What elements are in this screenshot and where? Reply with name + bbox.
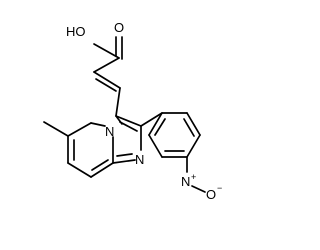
nitrophenyl-ring xyxy=(140,112,201,158)
bond-c-alkene xyxy=(93,57,120,73)
nitro-nitrogen-label: N xyxy=(181,174,190,189)
ring-nitrogen-imine-label: N xyxy=(135,152,144,167)
bond-c5-c4 xyxy=(67,162,92,178)
bond-c3-c2-inner xyxy=(119,121,138,132)
hydroxyl-label: HO xyxy=(66,24,86,39)
bond-ph-5 xyxy=(148,134,163,158)
carboxylic-acid-group xyxy=(93,36,123,73)
bond-ph-6 xyxy=(148,112,163,136)
pyridine-ring xyxy=(43,121,114,178)
bond-nitro-n-o xyxy=(191,185,206,193)
bond-n1-c3a xyxy=(112,159,136,164)
bond-ph-2 xyxy=(186,112,201,136)
structure-canvas: HO O N N N + O − xyxy=(43,20,222,202)
nitro-oxygen-charge: − xyxy=(217,183,222,193)
nitro-nitrogen-charge: + xyxy=(191,172,196,182)
bond-ph-2-inner xyxy=(183,118,195,137)
bond-c7-c6 xyxy=(67,122,92,137)
nitro-group xyxy=(186,156,206,193)
molecule-diagram: HO O N N N + O − xyxy=(43,20,222,202)
bond-ph-3 xyxy=(186,134,201,158)
bond-c4-c3a xyxy=(90,162,114,178)
nitro-oxygen-label: O xyxy=(206,187,216,202)
bond-ho-c xyxy=(93,43,120,59)
alkene-linker xyxy=(93,71,121,117)
bond-c4-c3a-inner xyxy=(91,159,109,171)
carbonyl-oxygen-label: O xyxy=(114,20,124,35)
bond-ph-6-inner xyxy=(154,118,166,136)
imidazole-ring xyxy=(112,115,142,164)
bond-c3-c2 xyxy=(115,115,142,127)
bond-n-c7 xyxy=(90,122,106,127)
bond-methyl xyxy=(43,121,69,137)
bond-alkene-double-a xyxy=(93,71,121,89)
bond-alkene-double-b xyxy=(95,78,117,92)
bond-n1-c3a-inner xyxy=(116,153,133,157)
bond-alkene-ring xyxy=(115,87,121,117)
ring-nitrogen-bridgehead-label: N xyxy=(105,124,114,139)
bond-c2-ph xyxy=(140,112,163,127)
